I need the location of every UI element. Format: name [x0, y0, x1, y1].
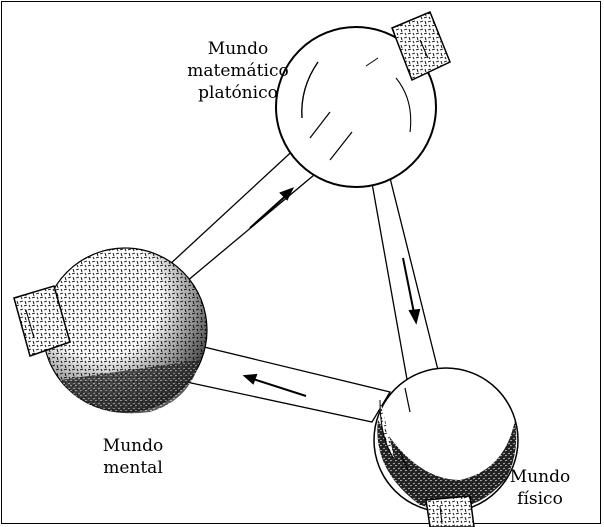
label-line: Mundo — [505, 466, 575, 488]
label-platonic-world: Mundo matemático platónico — [178, 38, 298, 104]
cork-icon — [426, 496, 474, 527]
label-line: Mundo — [178, 38, 298, 60]
label-line: matemático — [178, 60, 298, 82]
label-line: físico — [505, 488, 575, 510]
label-line: Mundo — [88, 435, 178, 457]
glass-flask-icon — [276, 12, 450, 187]
label-line: mental — [88, 457, 178, 479]
label-mental-world: Mundo mental — [88, 435, 178, 479]
label-physical-world: Mundo físico — [505, 466, 575, 510]
label-line: platónico — [178, 82, 298, 104]
physical-flask-icon — [374, 368, 518, 527]
tube-platonic-to-physical — [370, 170, 440, 385]
textured-flask-icon — [14, 248, 207, 413]
